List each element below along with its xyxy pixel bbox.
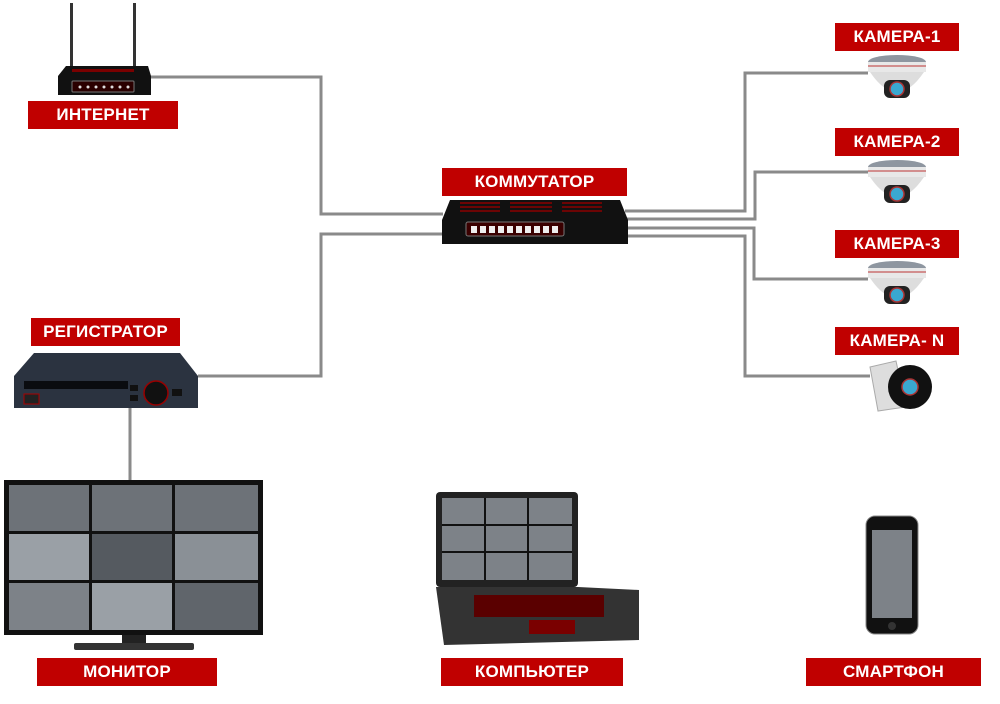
- bullet-camera-icon: [869, 360, 932, 412]
- router-icon: [58, 3, 151, 95]
- wire-switch-cameraN: [625, 234, 870, 378]
- label-switch: КОММУТАТОР: [442, 168, 627, 196]
- monitor-icon: [4, 480, 263, 650]
- label-computer: КОМПЬЮТЕР: [441, 658, 623, 686]
- label-recorder: РЕГИСТРАТОР: [31, 318, 180, 346]
- smartphone-icon: [865, 515, 919, 635]
- wire-switch-camera3: [625, 226, 868, 281]
- label-camera-3: КАМЕРА-3: [835, 230, 959, 258]
- wire-recorder-switch: [198, 232, 443, 378]
- dome-camera-3-icon: [868, 261, 926, 304]
- label-internet: ИНТЕРНЕТ: [28, 101, 178, 129]
- label-camera-2: КАМЕРА-2: [835, 128, 959, 156]
- label-camera-1: КАМЕРА-1: [835, 23, 959, 51]
- dvr-recorder-icon: [14, 353, 198, 408]
- network-switch-icon: [442, 200, 628, 244]
- laptop-icon: [436, 492, 639, 645]
- wire-switch-camera1: [625, 71, 868, 213]
- label-monitor: МОНИТОР: [37, 658, 217, 686]
- dome-camera-1-icon: [868, 55, 926, 98]
- wire-switch-camera2: [625, 170, 868, 221]
- dome-camera-2-icon: [868, 160, 926, 203]
- label-camera-n: КАМЕРА- N: [835, 327, 959, 355]
- label-smartphone: СМАРТФОН: [806, 658, 981, 686]
- wire-router-switch: [150, 75, 443, 216]
